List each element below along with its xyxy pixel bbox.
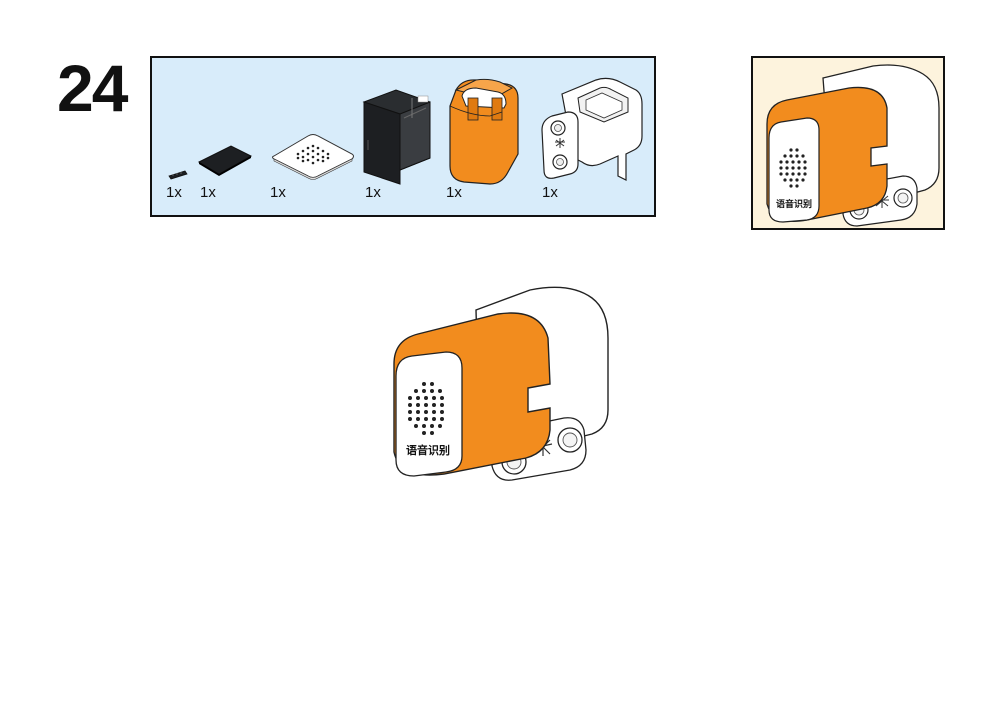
step-number: 24 xyxy=(57,51,128,125)
assembled-sensor: 语音识别 xyxy=(393,286,609,481)
qty-orange-cover: 1x xyxy=(446,184,462,201)
orange-cover-part xyxy=(442,76,524,188)
pin-bar-part xyxy=(168,170,188,180)
qty-black-plate: 1x xyxy=(200,184,216,201)
black-plate-part xyxy=(196,144,254,176)
sensor-label: 语音识别 xyxy=(406,443,450,457)
preview-sensor-label: 语音识别 xyxy=(776,198,812,210)
parts-list-panel: 1x 1x 1x xyxy=(150,56,656,217)
white-housing-part xyxy=(538,76,648,186)
qty-pin-bar: 1x xyxy=(166,184,182,201)
qty-white-housing: 1x xyxy=(542,184,558,201)
assembled-sensor-preview: 语音识别 xyxy=(766,64,940,227)
qty-black-frame: 1x xyxy=(365,184,381,201)
main-assembly-model: 语音识别 xyxy=(380,280,620,500)
speaker-grille-part xyxy=(270,132,356,180)
qty-speaker-grille: 1x xyxy=(270,184,286,201)
black-frame-part xyxy=(360,88,436,188)
assembly-preview-panel: 语音识别 xyxy=(751,56,945,230)
